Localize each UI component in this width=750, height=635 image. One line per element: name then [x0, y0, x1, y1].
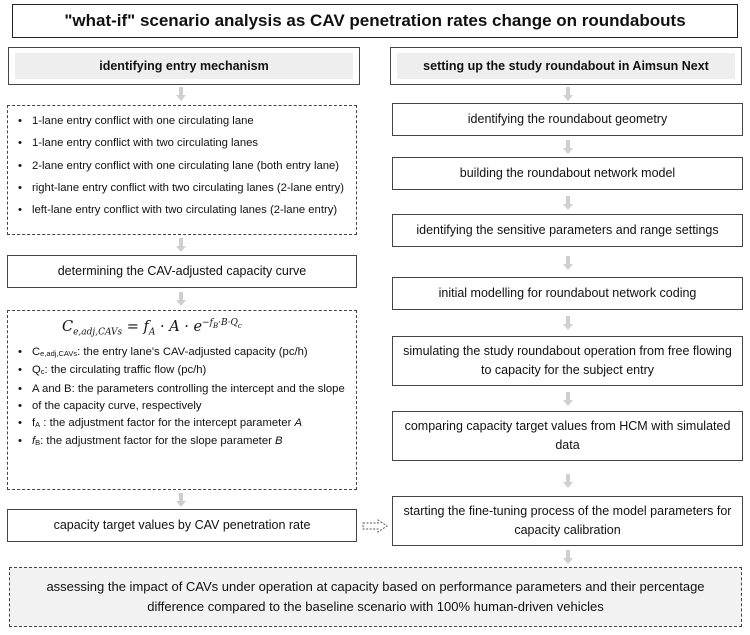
step-box-7: starting the fine-tuning process of the …: [392, 496, 743, 546]
variable-item: fB: the adjustment factor for the slope …: [18, 433, 353, 451]
var-sym: C: [32, 346, 41, 358]
arrow-down-icon: [563, 474, 573, 488]
step-box-2: building the roundabout network model: [392, 157, 743, 190]
mechanism-item: 2-lane entry conflict with one circulati…: [18, 155, 353, 178]
var-sub: e,adj,CAVs: [40, 349, 78, 358]
variable-item-continued: of the capacity curve, respectively: [18, 398, 353, 416]
var-sub: B: [35, 438, 41, 448]
step-text: identifying the roundabout geometry: [467, 112, 668, 126]
var-sym: f: [32, 417, 36, 430]
variable-item: Ce,adj,CAVs: the entry lane's CAV-adjust…: [18, 344, 353, 362]
step-box-3: identifying the sensitive parameters and…: [392, 214, 743, 247]
arrow-down-icon: [563, 87, 573, 101]
capacity-curve-box: determining the CAV-adjusted capacity cu…: [7, 255, 357, 288]
var-text: : the adjustment factor for the intercep…: [40, 417, 295, 430]
var-text: of the capacity curve, respectively: [32, 399, 202, 412]
formula-exp-sub2: c: [237, 321, 242, 330]
var-sym: f: [32, 435, 36, 448]
mechanism-item: 1-lane entry conflict with one circulati…: [18, 110, 353, 133]
capacity-curve-text: determining the CAV-adjusted capacity cu…: [57, 264, 307, 278]
final-assessment-text: assessing the impact of CAVs under opera…: [46, 579, 705, 614]
formula-exp-rest: ·B·Q: [218, 318, 238, 328]
title-text: "what-if" scenario analysis as CAV penet…: [64, 11, 686, 30]
formula-mid: · A · e: [155, 318, 203, 335]
var-sym: Q: [32, 364, 41, 377]
variable-list: Ce,adj,CAVs: the entry lane's CAV-adjust…: [18, 344, 353, 452]
arrow-down-icon: [563, 256, 573, 270]
var-text: : the entry lane's CAV-adjusted capacity…: [77, 346, 308, 358]
right-header-box: setting up the study roundabout in Aimsu…: [390, 47, 742, 85]
formula-exp: −f: [202, 318, 213, 328]
step-text: starting the fine-tuning process of the …: [403, 504, 732, 537]
arrow-down-icon: [563, 140, 573, 154]
var-text: A and B: the parameters controlling the …: [32, 382, 345, 395]
formula-lhs: C: [62, 318, 74, 335]
step-box-4: initial modelling for roundabout network…: [392, 277, 743, 310]
variable-item: Qc: the circulating traffic flow (pc/h): [18, 362, 353, 380]
var-ital: A: [294, 417, 303, 430]
arrow-right-icon: [362, 519, 388, 533]
step-text: initial modelling for roundabout network…: [438, 286, 697, 300]
formula-exp-sub: B: [212, 321, 219, 330]
step-text: building the roundabout network model: [459, 166, 676, 180]
arrow-down-icon: [563, 196, 573, 210]
arrow-down-icon: [563, 392, 573, 406]
arrow-down-icon: [176, 87, 186, 101]
arrow-down-icon: [563, 550, 573, 564]
var-sub: A: [35, 420, 41, 430]
var-text: : the circulating traffic flow (pc/h): [44, 364, 207, 377]
diagram-title: "what-if" scenario analysis as CAV penet…: [12, 4, 738, 38]
variable-item: A and B: the parameters controlling the …: [18, 381, 353, 399]
capacity-targets-text: capacity target values by CAV penetratio…: [53, 518, 311, 532]
step-box-5: simulating the study roundabout operatio…: [392, 336, 743, 386]
left-header-text: identifying entry mechanism: [99, 59, 269, 73]
final-assessment-box: assessing the impact of CAVs under opera…: [9, 567, 742, 627]
arrow-down-icon: [176, 238, 186, 252]
mechanism-item: 1-lane entry conflict with two circulati…: [18, 132, 353, 155]
step-text: simulating the study roundabout operatio…: [403, 344, 732, 377]
left-header-box: identifying entry mechanism: [8, 47, 360, 85]
right-header-text: setting up the study roundabout in Aimsu…: [423, 59, 709, 73]
arrow-down-icon: [176, 493, 186, 507]
formula-lhs-sub: e,adj,CAVs: [73, 327, 123, 338]
mechanism-item: left-lane entry conflict with two circul…: [18, 199, 353, 222]
mechanism-item: right-lane entry conflict with two circu…: [18, 177, 353, 200]
arrow-down-icon: [563, 316, 573, 330]
var-sub: c: [40, 367, 45, 377]
formula-eq: =: [122, 318, 144, 335]
step-box-6: comparing capacity target values from HC…: [392, 411, 743, 461]
entry-mechanism-list: 1-lane entry conflict with one circulati…: [18, 110, 353, 222]
formula-fa: f: [143, 318, 149, 335]
variable-item: fA : the adjustment factor for the inter…: [18, 415, 353, 433]
var-text: : the adjustment factor for the slope pa…: [40, 435, 276, 448]
formula-fa-sub: A: [148, 327, 156, 338]
arrow-down-icon: [176, 292, 186, 306]
step-text: comparing capacity target values from HC…: [404, 419, 731, 452]
var-ital: B: [275, 435, 283, 448]
step-text: identifying the sensitive parameters and…: [416, 223, 719, 237]
capacity-targets-box: capacity target values by CAV penetratio…: [7, 509, 357, 542]
step-box-1: identifying the roundabout geometry: [392, 103, 743, 136]
capacity-formula: Ce,adj,CAVs = fA · A · e−fB·B·Qc: [62, 318, 242, 338]
